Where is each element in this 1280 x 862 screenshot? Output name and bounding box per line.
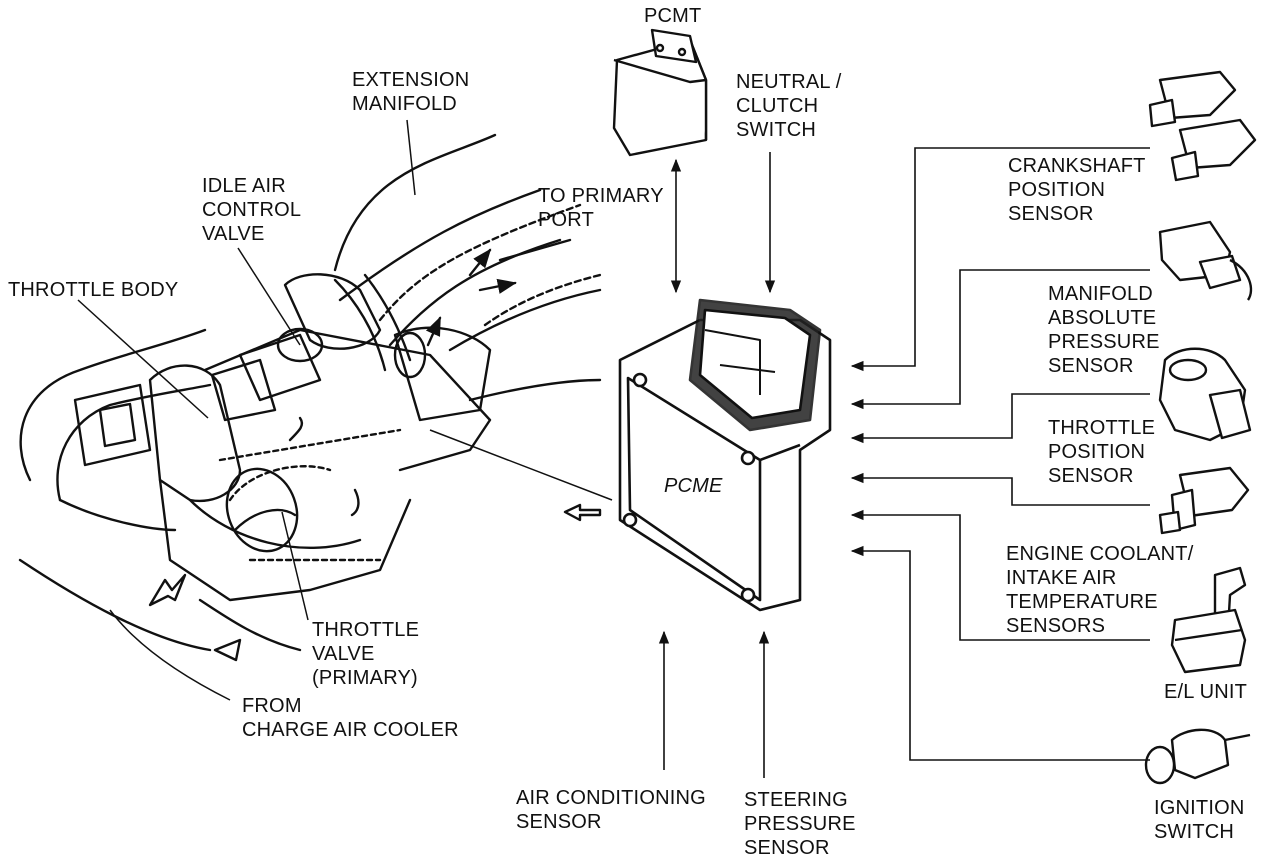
air-conditioning-sensor-label: AIR CONDITIONING SENSOR xyxy=(516,786,706,834)
ect-line-3: TEMPERATURE xyxy=(1006,591,1158,613)
iac-line-2: CONTROL xyxy=(202,199,302,221)
map-line-4: SENSOR xyxy=(1048,355,1134,377)
crankshaft-position-sensor-illustration xyxy=(1148,70,1257,182)
neutral-clutch-line-1: NEUTRAL / xyxy=(736,71,842,93)
throttle-position-sensor-label: THROTTLE POSITION SENSOR xyxy=(1048,416,1155,488)
ignition-line-2: SWITCH xyxy=(1154,821,1235,843)
pcme-label: PCME xyxy=(664,475,723,497)
extension-manifold-line-2: MANIFOLD xyxy=(352,93,457,115)
ect-line-1: ENGINE COOLANT/ xyxy=(1006,543,1194,565)
charge-air-line-2: CHARGE AIR COOLER xyxy=(242,719,459,741)
manifold-absolute-pressure-sensor-label: MANIFOLD ABSOLUTE PRESSURE SENSOR xyxy=(1048,282,1160,378)
ac-line-1: AIR CONDITIONING xyxy=(516,787,706,809)
to-primary-port-line-2: PORT xyxy=(538,209,594,231)
throttle-valve-line-2: VALVE xyxy=(312,643,375,665)
throttle-valve-line-1: THROTTLE xyxy=(312,619,420,641)
map-line-2: ABSOLUTE xyxy=(1048,307,1157,329)
from-charge-air-cooler-label: FROM CHARGE AIR COOLER xyxy=(242,694,459,742)
ect-iat-signal xyxy=(850,472,1150,506)
pcme-module xyxy=(618,298,832,612)
ect-line-2: INTAKE AIR xyxy=(1006,567,1117,589)
pcmt-module xyxy=(612,28,708,157)
el-unit-illustration xyxy=(1170,566,1247,674)
steering-line-1: STEERING xyxy=(744,789,848,811)
signal-lines xyxy=(658,147,1150,778)
steering-line-2: PRESSURE xyxy=(744,813,856,835)
map-line-3: PRESSURE xyxy=(1048,331,1160,353)
tps-line-1: THROTTLE xyxy=(1048,417,1156,439)
throttle-body-label: THROTTLE BODY xyxy=(8,279,179,301)
tps-line-2: POSITION xyxy=(1048,441,1146,463)
to-primary-port-label: TO PRIMARY PORT xyxy=(538,184,664,232)
throttle-valve-line-3: (PRIMARY) xyxy=(312,667,418,689)
engine-illustration xyxy=(18,133,602,662)
neutral-clutch-line-3: SWITCH xyxy=(736,119,817,141)
ect-line-4: SENSORS xyxy=(1006,615,1106,637)
tps-signal xyxy=(850,393,1150,444)
ckp-line-3: SENSOR xyxy=(1008,203,1094,225)
ckp-line-1: CRANKSHAFT xyxy=(1008,155,1146,177)
neutral-clutch-line-2: CLUTCH xyxy=(736,95,819,117)
crankshaft-signal xyxy=(850,147,1150,372)
neutral-clutch-switch-label: NEUTRAL / CLUTCH SWITCH xyxy=(736,70,842,142)
manifold-absolute-pressure-sensor-illustration xyxy=(1158,220,1253,301)
extension-manifold-line-1: EXTENSION xyxy=(352,69,470,91)
ac-line-2: SENSOR xyxy=(516,811,602,833)
ignition-switch-illustration xyxy=(1144,728,1251,785)
extension-manifold-label: EXTENSION MANIFOLD xyxy=(352,68,469,116)
engine-leader-lines xyxy=(77,119,613,701)
pcmt-label: PCMT xyxy=(644,5,702,27)
ignition-line-1: IGNITION xyxy=(1154,797,1245,819)
crankshaft-position-sensor-label: CRANKSHAFT POSITION SENSOR xyxy=(1008,154,1146,226)
map-signal xyxy=(850,269,1150,410)
to-primary-port-line-1: TO PRIMARY xyxy=(538,185,664,207)
steering-pressure-sensor-label: STEERING PRESSURE SENSOR xyxy=(744,788,856,860)
charge-air-line-1: FROM xyxy=(242,695,302,717)
throttle-position-sensor-illustration xyxy=(1158,347,1252,442)
iac-line-3: VALVE xyxy=(202,223,265,245)
idle-air-control-valve-label: IDLE AIR CONTROL VALVE xyxy=(202,174,301,246)
el-unit-label: E/L UNIT xyxy=(1164,681,1248,703)
steering-line-3: SENSOR xyxy=(744,837,830,859)
map-line-1: MANIFOLD xyxy=(1048,283,1153,305)
iac-line-1: IDLE AIR xyxy=(202,175,286,197)
ignition-switch-label: IGNITION SWITCH xyxy=(1154,796,1245,844)
tps-line-3: SENSOR xyxy=(1048,465,1134,487)
throttle-valve-primary-label: THROTTLE VALVE (PRIMARY) xyxy=(312,618,419,690)
el-unit-signal xyxy=(850,509,1150,641)
engine-coolant-intake-air-temperature-sensors-label: ENGINE COOLANT/ INTAKE AIR TEMPERATURE S… xyxy=(1006,542,1193,638)
ignition-switch-signal xyxy=(850,545,1150,761)
engine-coolant-temp-sensor-illustration xyxy=(1158,466,1250,535)
ckp-line-2: POSITION xyxy=(1008,179,1106,201)
